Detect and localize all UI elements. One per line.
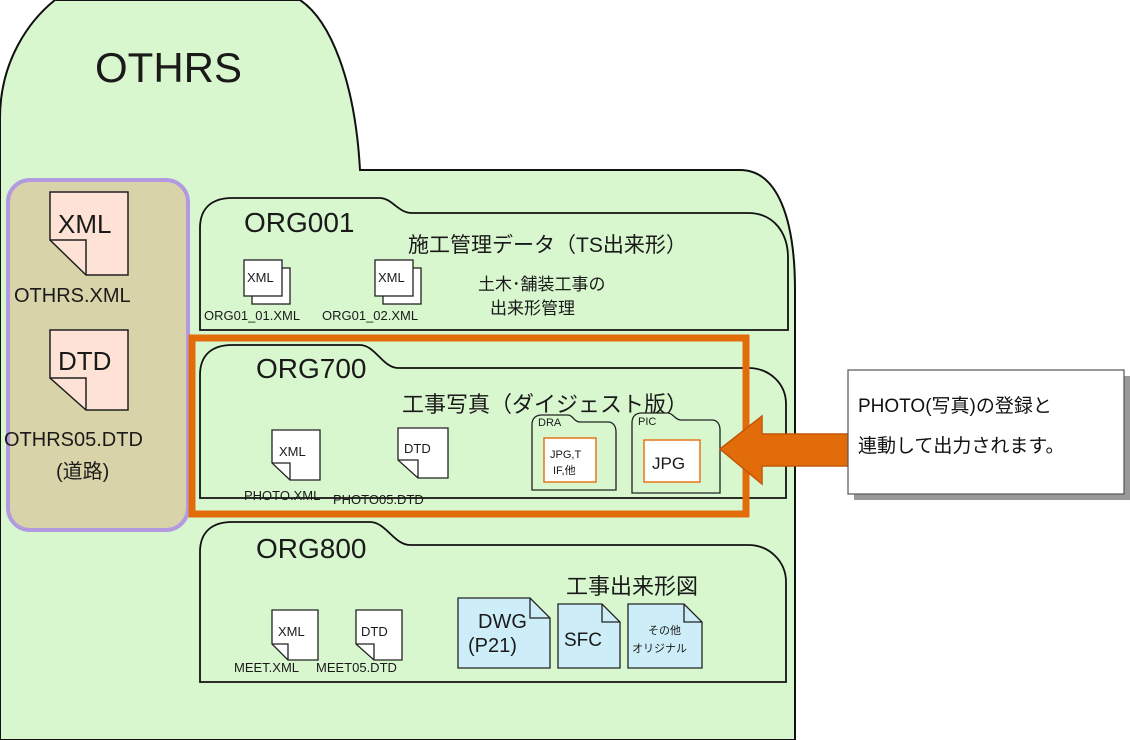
org001-description-line1: 土木･舗装工事の bbox=[478, 275, 606, 294]
sfc-file-icon: SFC bbox=[557, 603, 621, 669]
org700-dtd-name: PHOTO05.DTD bbox=[333, 492, 424, 507]
org800-xml-name: MEET.XML bbox=[234, 660, 299, 675]
dra-subfolder-icon: DRA JPG,T IF,他 bbox=[531, 414, 617, 491]
xml-file-icon: XML bbox=[271, 609, 319, 661]
org001-folder: ORG001 施工管理データ（TS出来形） XML ORG01_01.XML X… bbox=[199, 197, 789, 331]
org001-title: 施工管理データ（TS出来形） bbox=[408, 234, 687, 257]
callout-line1: PHOTO(写真)の登録と bbox=[858, 395, 1052, 417]
othrs-dtd-icon-text: DTD bbox=[58, 346, 111, 376]
org001-description-line2: 出来形管理 bbox=[490, 299, 575, 318]
org700-folder: ORG700 工事写真（ダイジェスト版） XML PHOTO.XML DTD P… bbox=[199, 344, 787, 507]
sfc-icon-text: SFC bbox=[564, 630, 602, 651]
xml-file-icon: XML bbox=[243, 259, 291, 305]
othrs-xml-icon-text: XML bbox=[58, 209, 111, 239]
pic-content-text: JPG bbox=[652, 454, 685, 473]
org800-xml-icon-text: XML bbox=[278, 624, 305, 639]
org800-dtd-name: MEET05.DTD bbox=[316, 660, 397, 675]
pic-subfolder-label: PIC bbox=[638, 416, 656, 428]
org001-folder-shape bbox=[199, 197, 789, 331]
org700-dtd-icon-text: DTD bbox=[404, 441, 431, 456]
dwg-icon-line2: (P21) bbox=[468, 635, 517, 657]
pic-subfolder-icon: PIC JPG bbox=[631, 412, 721, 494]
othrs-dtd-subname: (道路) bbox=[56, 460, 109, 483]
dwg-file-icon: DWG (P21) bbox=[457, 597, 551, 669]
dra-content-line1: JPG,T bbox=[550, 449, 581, 461]
dwg-icon-line1: DWG bbox=[478, 611, 527, 633]
othrs-dtd-filename: OTHRS05.DTD bbox=[4, 429, 143, 451]
othrs-xml-filename: OTHRS.XML bbox=[14, 285, 131, 307]
dtd-file-icon: DTD bbox=[397, 427, 449, 479]
othrs-folder-label: OTHRS bbox=[95, 44, 242, 91]
callout-line2: 連動して出力されます。 bbox=[858, 435, 1065, 457]
dtd-file-icon: DTD bbox=[355, 609, 403, 661]
org800-label: ORG800 bbox=[256, 533, 367, 564]
org800-folder: ORG800 工事出来形図 XML MEET.XML DTD MEET05.DT… bbox=[199, 521, 787, 683]
other-icon-line1: その他 bbox=[648, 624, 681, 637]
other-icon-line2: オリジナル bbox=[632, 642, 687, 655]
org800-dtd-icon-text: DTD bbox=[361, 624, 388, 639]
org001-file2-icon-text: XML bbox=[378, 270, 405, 285]
org001-label: ORG001 bbox=[244, 207, 355, 238]
dra-subfolder-label: DRA bbox=[538, 417, 562, 429]
org700-xml-name: PHOTO.XML bbox=[244, 488, 320, 503]
dtd-file-icon: DTD bbox=[49, 329, 129, 411]
xml-file-icon: XML bbox=[49, 191, 129, 276]
org001-file2-name: ORG01_02.XML bbox=[322, 308, 418, 323]
org700-label: ORG700 bbox=[256, 353, 367, 384]
other-file-icon: その他 オリジナル bbox=[627, 603, 703, 669]
org001-file1-name: ORG01_01.XML bbox=[204, 308, 300, 323]
dra-content-line2: IF,他 bbox=[553, 464, 576, 477]
xml-file-icon: XML bbox=[374, 259, 422, 305]
xml-file-icon: XML bbox=[271, 429, 321, 481]
org800-title: 工事出来形図 bbox=[566, 574, 698, 599]
root-files-panel: XML OTHRS.XML DTD OTHRS05.DTD (道路) bbox=[4, 178, 190, 532]
org700-xml-icon-text: XML bbox=[279, 444, 306, 459]
callout-box: PHOTO(写真)の登録と 連動して出力されます。 bbox=[847, 369, 1130, 500]
org001-file1-icon-text: XML bbox=[247, 270, 274, 285]
org700-highlight-frame bbox=[188, 334, 750, 518]
